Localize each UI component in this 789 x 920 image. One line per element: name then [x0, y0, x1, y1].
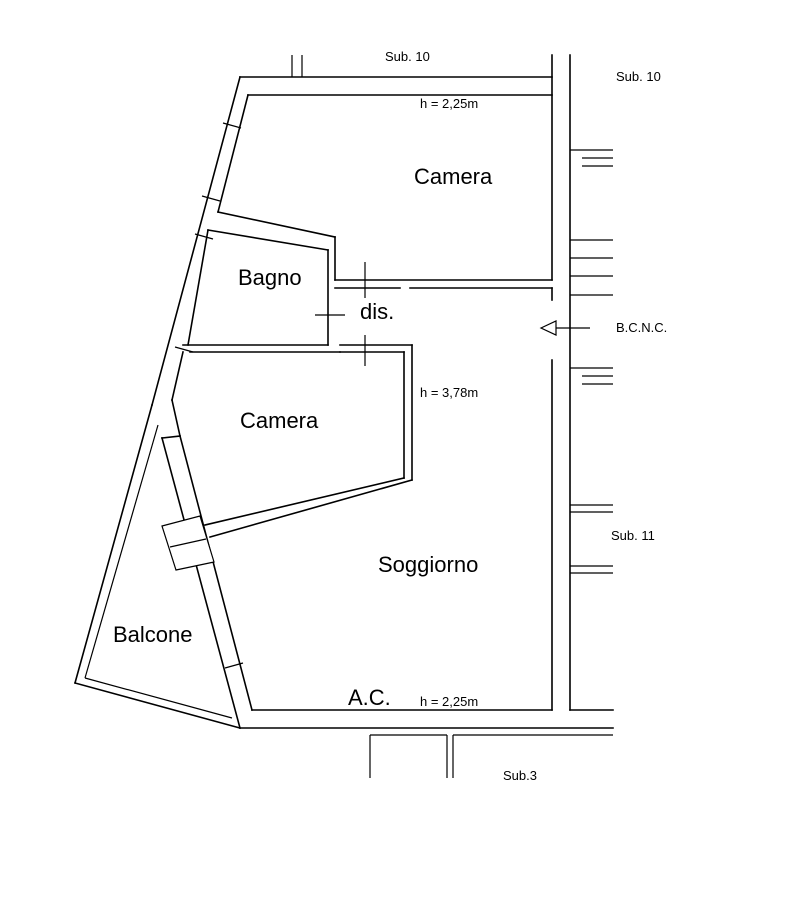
sub10-right-label: Sub. 10 [616, 69, 661, 84]
room-soggiorno: Soggiorno [378, 552, 478, 577]
door-marks [315, 262, 366, 366]
window-marks [174, 122, 244, 669]
pillar [161, 515, 215, 571]
height-top-label: h = 2,25m [420, 96, 478, 111]
stair-steps [570, 149, 613, 574]
balcony-outline [74, 404, 241, 729]
room-camera-mid: Camera [240, 408, 319, 433]
sub3-walls [369, 734, 613, 778]
bcnc-label: B.C.N.C. [616, 320, 667, 335]
outer-walls [151, 54, 614, 729]
arrow-left-icon [539, 320, 590, 336]
room-bagno: Bagno [238, 265, 302, 290]
height-bottom-label: h = 2,25m [420, 694, 478, 709]
room-camera-top: Camera [414, 164, 493, 189]
height-middle-label: h = 3,78m [420, 385, 478, 400]
common-area-label: A.C. [348, 685, 391, 710]
room-dis: dis. [360, 299, 394, 324]
room-balcone: Balcone [113, 622, 193, 647]
sub11-label: Sub. 11 [611, 528, 655, 543]
interior-walls [182, 211, 553, 538]
sub10-top-label: Sub. 10 [385, 49, 430, 64]
sub3-label: Sub.3 [503, 768, 537, 783]
